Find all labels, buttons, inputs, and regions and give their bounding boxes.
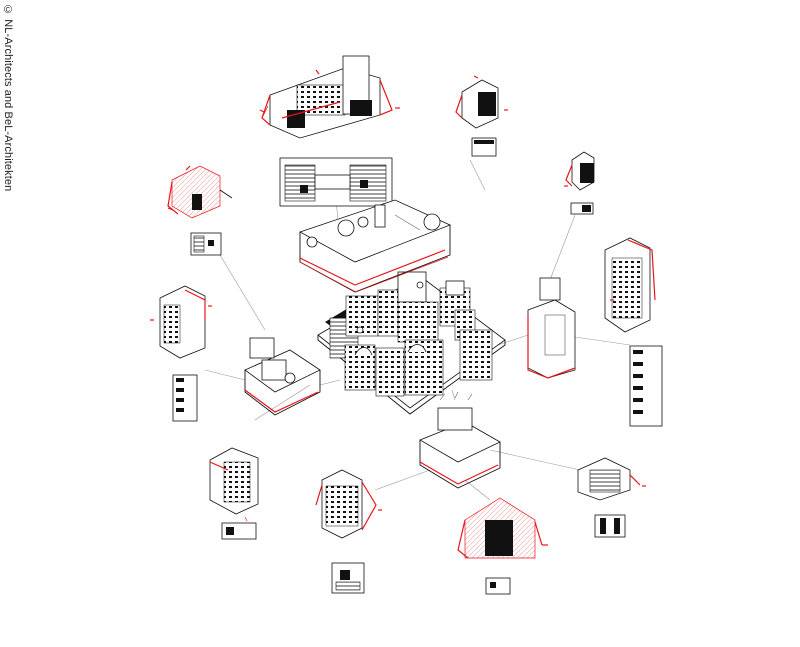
image-credit: © NL-Architects and BeL-Architekten <box>2 4 14 192</box>
satellite-top-right-tower <box>455 75 508 129</box>
satellite-right-small-plan <box>570 202 594 215</box>
satellite-bottom-left-tower <box>315 469 382 539</box>
satellite-right-lower-plan <box>594 514 626 538</box>
satellite-right-tall-slab <box>604 237 656 333</box>
connector-lines <box>204 159 631 501</box>
satellite-left-upper-plan <box>190 232 222 256</box>
satellite-right-lower-block <box>577 457 646 501</box>
satellite-left-groundfloor <box>244 337 321 416</box>
satellite-right-tall-plan <box>629 345 663 427</box>
satellite-bottom-big-plan <box>485 577 511 595</box>
satellite-top-slab <box>259 55 400 139</box>
satellite-left-middle-plan <box>172 374 198 422</box>
satellite-top-right-plan <box>471 137 497 157</box>
satellite-bottom-big-tower <box>457 497 548 559</box>
satellite-bottom-left-plan <box>331 562 365 594</box>
satellite-left-upper-block <box>167 165 233 219</box>
satellite-top-groundfloor <box>299 199 452 293</box>
satellite-top-plan <box>279 157 393 207</box>
satellite-right-stepped-groundfloor <box>527 277 576 379</box>
satellite-left-lower-tower <box>209 447 259 515</box>
satellite-right-small-tower <box>564 151 595 191</box>
satellite-bottom-center-groundfloor <box>419 391 501 489</box>
central-building-model <box>317 271 506 415</box>
satellite-left-middle-block <box>150 285 212 359</box>
satellite-left-lower-plan <box>221 516 257 540</box>
